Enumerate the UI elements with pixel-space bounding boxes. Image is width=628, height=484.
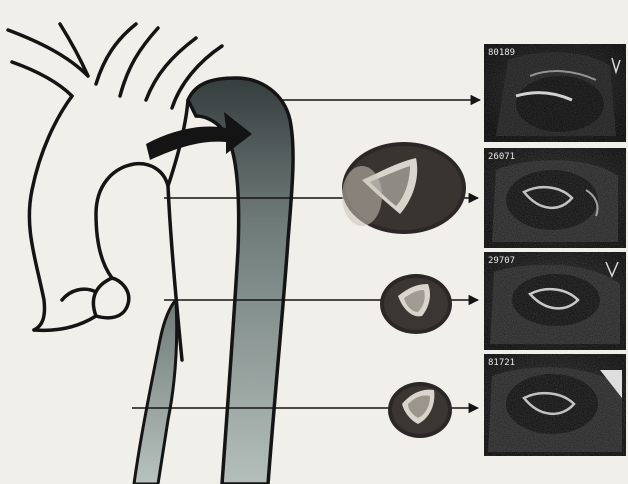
aortic-valve-cusps	[62, 278, 112, 316]
aortic-arch-inner	[34, 164, 168, 331]
aorta-outline	[8, 24, 222, 360]
ultrasound-panel-1: 80189	[484, 44, 626, 142]
ultrasound-panel-2: 26071	[484, 148, 626, 248]
panel-4-label: 81721	[488, 358, 515, 368]
brachiocephalic-branch	[8, 24, 88, 96]
specimen-2	[380, 274, 452, 334]
ultrasound-panel-4: 81721	[484, 354, 626, 456]
carotid-branch	[96, 24, 158, 96]
ultrasound-panel-3: 29707	[484, 252, 626, 350]
specimen-1	[342, 142, 466, 234]
panel-3-label: 29707	[488, 256, 515, 266]
panel-1-label: 80189	[488, 48, 515, 58]
descending-true-lumen	[134, 300, 177, 484]
panel-2-label: 26071	[488, 152, 515, 162]
specimen-3	[388, 382, 452, 438]
